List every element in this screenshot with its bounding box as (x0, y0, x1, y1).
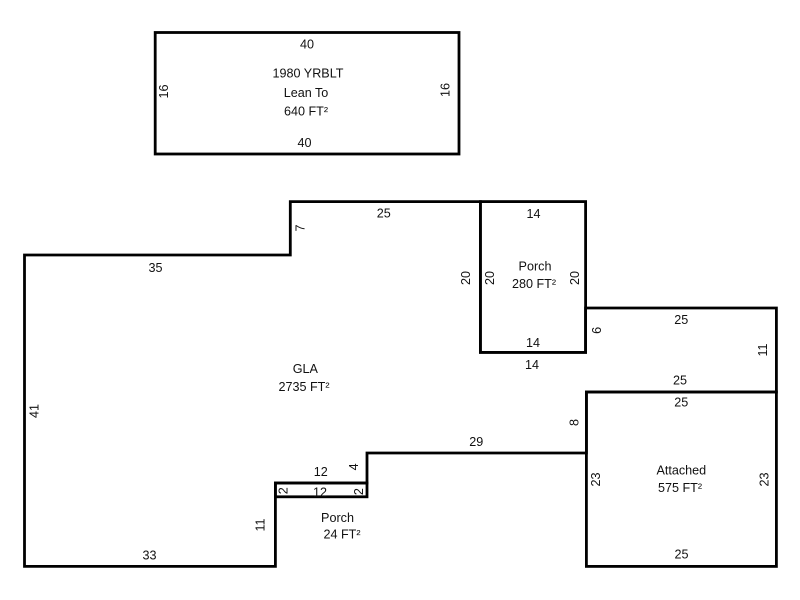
svg-text:12: 12 (314, 465, 328, 479)
svg-text:40: 40 (300, 38, 314, 52)
svg-text:2: 2 (352, 488, 366, 495)
svg-text:25: 25 (674, 548, 688, 562)
svg-text:20: 20 (459, 271, 473, 285)
svg-text:14: 14 (526, 336, 540, 350)
svg-text:8: 8 (568, 419, 582, 426)
svg-text:23: 23 (589, 472, 603, 486)
svg-text:35: 35 (148, 261, 162, 275)
svg-text:Porch: Porch (321, 511, 354, 525)
svg-text:25: 25 (673, 374, 687, 388)
svg-text:7: 7 (293, 224, 307, 231)
svg-text:12: 12 (313, 485, 327, 499)
svg-text:280 FT²: 280 FT² (512, 277, 556, 291)
svg-text:16: 16 (439, 83, 453, 97)
svg-text:4: 4 (347, 463, 361, 470)
svg-text:16: 16 (157, 84, 171, 98)
svg-text:40: 40 (297, 136, 311, 150)
svg-text:11: 11 (254, 518, 268, 531)
svg-text:2: 2 (277, 487, 291, 494)
svg-text:14: 14 (525, 358, 539, 372)
svg-text:20: 20 (568, 271, 582, 285)
svg-text:23: 23 (758, 472, 772, 486)
svg-text:1980 YRBLT: 1980 YRBLT (273, 67, 344, 81)
svg-text:25: 25 (377, 207, 391, 221)
svg-text:25: 25 (674, 313, 688, 327)
svg-text:575 FT²: 575 FT² (658, 481, 702, 495)
svg-text:Attached: Attached (656, 464, 706, 478)
svg-text:25: 25 (674, 396, 688, 410)
svg-text:640 FT²: 640 FT² (284, 105, 328, 119)
svg-text:29: 29 (469, 435, 483, 449)
svg-text:24 FT²: 24 FT² (323, 527, 360, 541)
svg-text:41: 41 (28, 404, 42, 418)
svg-text:2735 FT²: 2735 FT² (278, 380, 329, 394)
svg-text:14: 14 (526, 207, 540, 221)
svg-text:6: 6 (590, 327, 604, 334)
svg-text:11: 11 (756, 343, 770, 356)
svg-text:Porch: Porch (519, 260, 552, 274)
svg-text:33: 33 (142, 549, 156, 563)
svg-text:20: 20 (483, 271, 497, 285)
svg-text:GLA: GLA (293, 362, 319, 376)
svg-text:Lean To: Lean To (284, 86, 329, 100)
